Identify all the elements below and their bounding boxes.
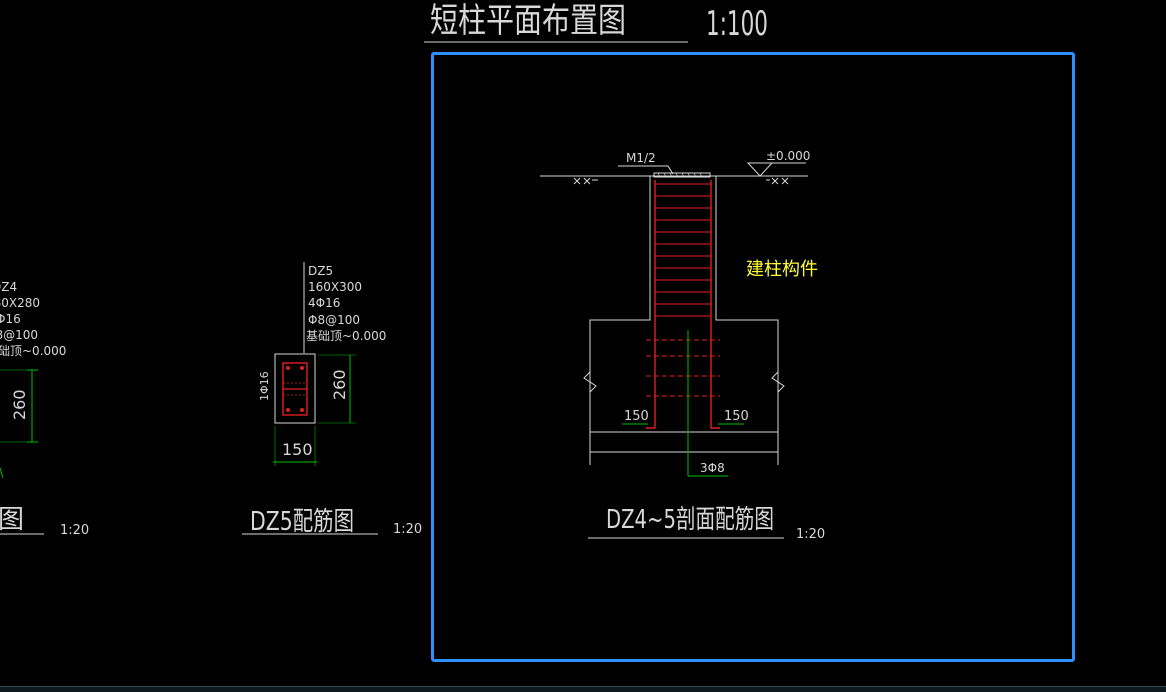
elev-triangle: [746, 162, 774, 177]
plan-title: 短柱平面布置图: [430, 1, 626, 41]
dz5-stirrup: Φ8@100: [308, 313, 360, 327]
earth-hatch-left: [573, 177, 598, 185]
build-column-tooltip[interactable]: 建柱构件: [746, 259, 818, 280]
dz5-size: 160X300: [308, 280, 362, 294]
dz5-caption: DZ5配筋图: [250, 507, 354, 537]
elev-label: ±0.000: [766, 149, 810, 163]
dz4-top-elev: 基础顶~0.000: [0, 344, 66, 358]
dz5-column-outline: [274, 353, 316, 424]
dz4-caption-scale: 1:20: [60, 523, 89, 538]
dz5-rebar-4: [300, 408, 304, 412]
dz5-main-bar: 4Φ16: [308, 296, 340, 310]
break-left: [583, 371, 597, 393]
dz5-dim-h: 260: [330, 369, 349, 400]
dz5-caption-scale: 1:20: [393, 522, 422, 537]
dz5-rebar-1: [286, 366, 290, 370]
dz4-name: DZ4: [0, 280, 17, 294]
dz5-detail[interactable]: DZ5 160X300 4Φ16 Φ8@100 基础顶~0.000 1Φ16 2…: [242, 262, 422, 537]
dz5-dim-w: 150: [282, 440, 313, 459]
dz4-caption: 图: [0, 505, 24, 535]
m-label: M1/2: [626, 151, 656, 165]
m-leader: [618, 165, 674, 175]
dz5-side-bar: 1Φ16: [258, 371, 271, 401]
bottom-status-strip: [0, 686, 1166, 692]
dz5-top-elev: 基础顶~0.000: [306, 329, 386, 343]
section-caption-scale: 1:20: [796, 527, 825, 542]
column-outline: [589, 176, 651, 465]
selection-rectangle[interactable]: [431, 52, 1075, 662]
dz4-main-bar: Φ16: [0, 312, 21, 326]
plan-scale: 1:100: [706, 4, 768, 44]
dz5-name: DZ5: [308, 264, 333, 278]
dz5-rebar-2: [300, 366, 304, 370]
section-caption: DZ4~5剖面配筋图: [606, 505, 774, 535]
dz4-size: 280X280: [0, 296, 40, 310]
break-right: [771, 371, 785, 393]
left-dim: 150: [624, 409, 649, 424]
dz5-rebar-3: [286, 408, 290, 412]
right-dim: 150: [724, 409, 749, 424]
main-rebars: [646, 180, 720, 429]
section-detail[interactable]: M1/2 ±0.000: [540, 149, 825, 542]
dz4-dim-h: 260: [10, 389, 29, 420]
earth-hatch-right: [766, 177, 789, 185]
dz4-detail[interactable]: DZ4 280X280 Φ16 Φ8@100 基础顶~0.000 260 图 1…: [0, 280, 89, 538]
bottom-bar-label: 3Φ8: [700, 461, 725, 475]
stirrups: [646, 183, 720, 397]
dz4-stirrup: Φ8@100: [0, 328, 38, 342]
